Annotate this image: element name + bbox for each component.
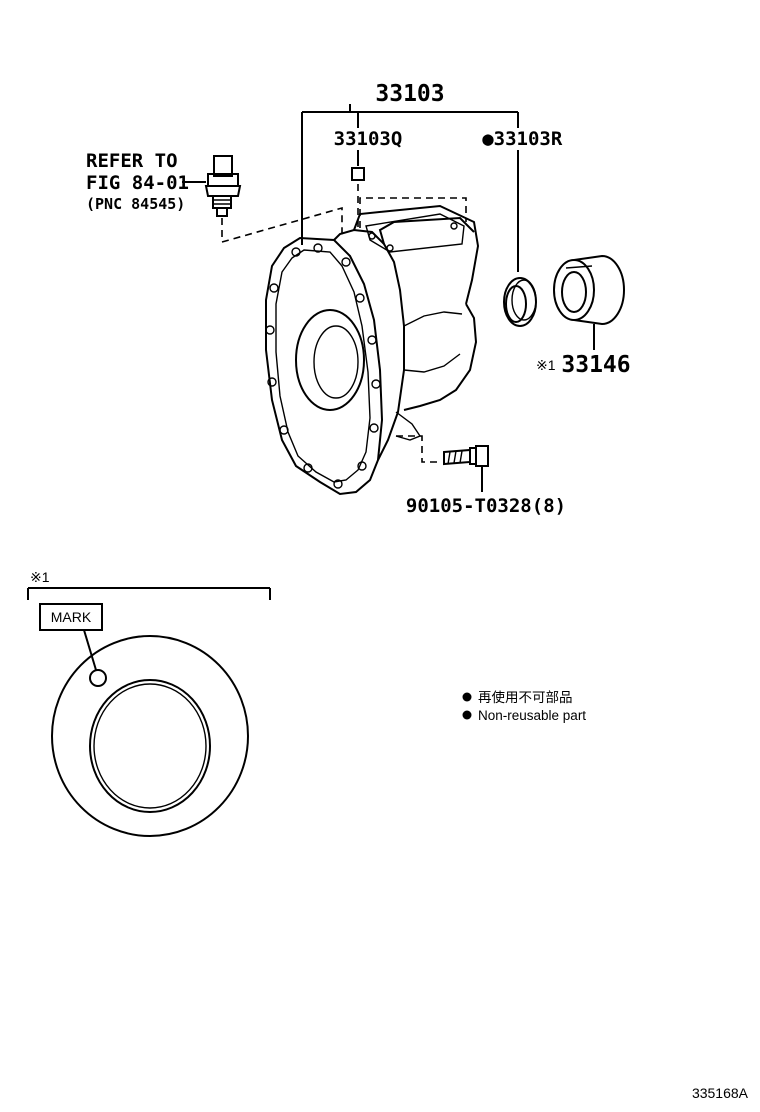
- bearing-note-symbol: ※1: [536, 357, 556, 373]
- figure-id: 335168A: [692, 1085, 749, 1101]
- oil-seal-drawing: [503, 277, 537, 327]
- legend-bullet-2: [462, 710, 472, 720]
- detail-bracket: [27, 587, 271, 600]
- mark-circle: [89, 669, 107, 687]
- mark-leader: [83, 629, 97, 671]
- non-reusable-marker: ●: [482, 128, 494, 150]
- part-number-33103Q: 33103Q: [334, 128, 403, 150]
- bearing-detail-drawing: [51, 635, 249, 837]
- sensor-reference-line1: REFER TO: [86, 150, 178, 172]
- legend-english: Non-reusable part: [478, 708, 586, 723]
- sensor-reference-line2: FIG 84-01: [86, 172, 189, 194]
- bearing-drawing: [553, 254, 625, 350]
- part-number-33103: 33103: [375, 81, 444, 107]
- sensor-reference-line3: (PNC 84545): [86, 195, 185, 213]
- part-number-33146: 33146: [561, 352, 630, 378]
- legend: 再使用不可部品 Non-reusable part: [462, 689, 586, 723]
- mark-label: MARK: [51, 609, 92, 625]
- detail-note-symbol: ※1: [30, 569, 50, 585]
- part-number-bolt: 90105-T0328(8): [406, 495, 566, 517]
- legend-bullet-1: [462, 692, 472, 702]
- part-number-33103R: 33103R: [494, 128, 563, 150]
- transfer-case-housing-drawing: [265, 197, 480, 496]
- bolt-drawing: [443, 445, 489, 492]
- speed-sensor-drawing: [182, 155, 343, 244]
- legend-japanese: 再使用不可部品: [478, 689, 573, 705]
- housing-leader-bracket: [301, 104, 519, 272]
- mark-label-box: [39, 603, 103, 631]
